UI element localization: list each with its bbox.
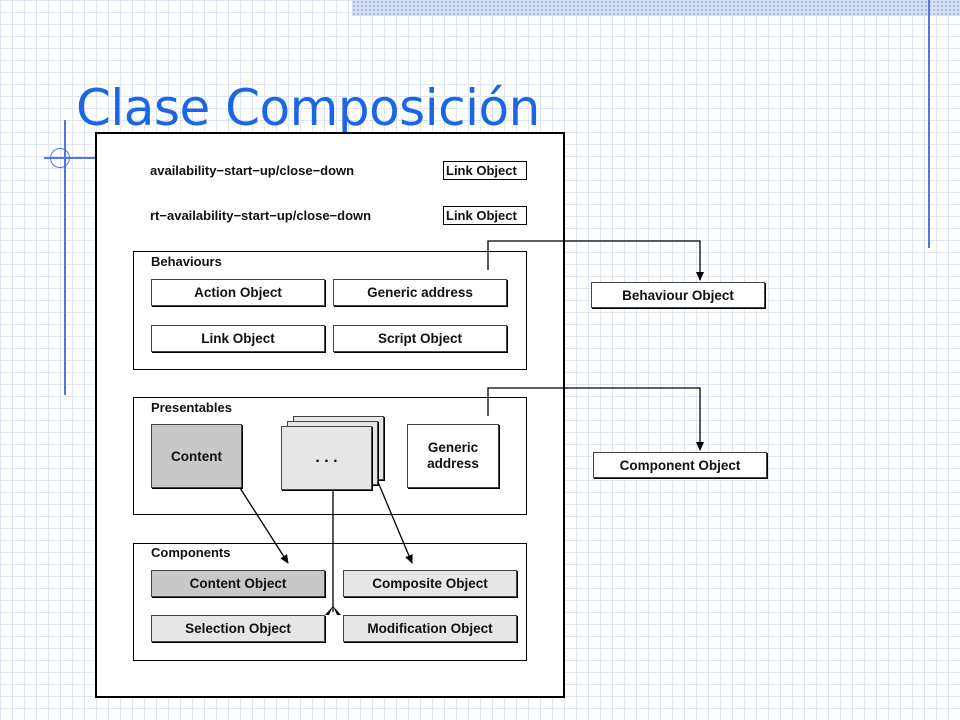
content-object-box[interactable]: Content Object (151, 570, 325, 597)
availability-link-object[interactable] (443, 161, 527, 180)
behaviour-object-box[interactable]: Behaviour Object (591, 282, 765, 308)
behaviours-title: Behaviours (151, 254, 222, 269)
stack-to-composite-object-arrow (377, 481, 413, 564)
behaviours-link-object-box[interactable]: Link Object (151, 325, 325, 352)
content-box[interactable]: Content (151, 424, 242, 488)
modification-object-box[interactable]: Modification Object (343, 615, 517, 642)
selection-arrowhead (325, 606, 333, 615)
top-decorative-band (352, 0, 960, 16)
generic-address-box[interactable]: Generic address (333, 279, 507, 306)
rt-availability-link-object-label: Link Object (446, 208, 517, 223)
presentables-generic-address-box[interactable]: Generic address (407, 424, 499, 488)
components-title: Components (151, 545, 231, 560)
slide-title: Clase Composición (76, 79, 540, 137)
availability-link-object-label: Link Object (446, 163, 517, 178)
decorative-circle (50, 148, 70, 168)
behaviours-to-behaviour-object-arrow (487, 240, 704, 281)
ellipsis-stack-box[interactable]: . . . (281, 426, 372, 490)
presentables-title: Presentables (151, 400, 232, 415)
availability-row-label: availability−start−up/close−down (150, 163, 355, 178)
rt-availability-link-object[interactable] (443, 206, 527, 225)
composite-object-box[interactable]: Composite Object (343, 570, 517, 597)
action-object-box[interactable]: Action Object (151, 279, 325, 306)
content-to-content-object-arrow (239, 487, 289, 564)
left-decorative-line (64, 120, 66, 395)
rt-availability-row-label: rt−availability−start−up/close−down (150, 208, 372, 223)
component-object-box[interactable]: Component Object (593, 452, 767, 478)
modification-arrowhead (333, 606, 341, 615)
script-object-box[interactable]: Script Object (333, 325, 507, 352)
right-decorative-line (928, 0, 930, 248)
presentables-to-component-object-arrow (487, 387, 704, 451)
selection-object-box[interactable]: Selection Object (151, 615, 325, 642)
